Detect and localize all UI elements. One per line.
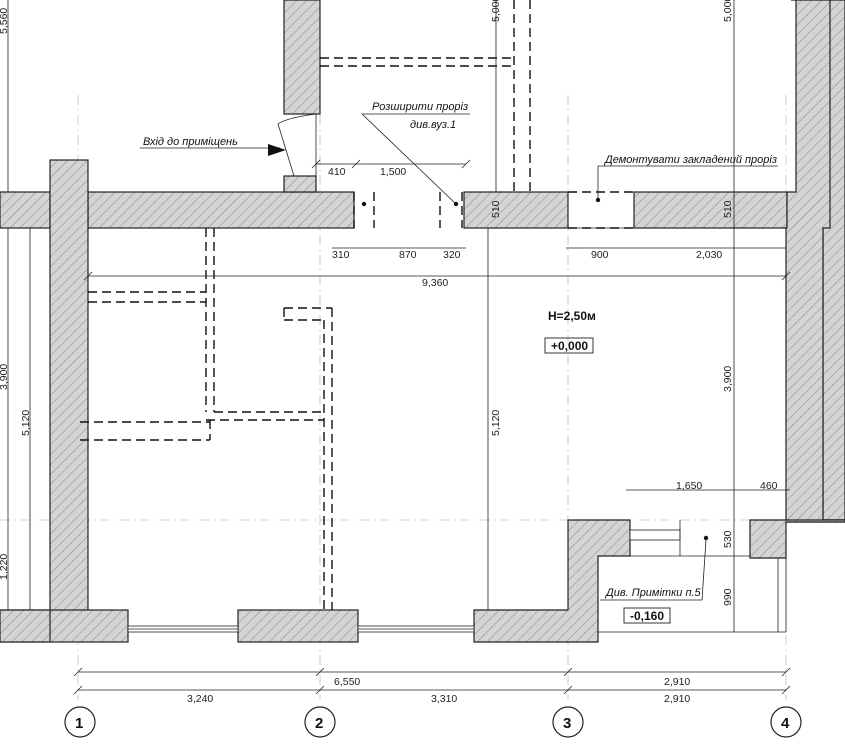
wall-left-lower xyxy=(0,609,51,643)
dim-2910-a: 2,910 xyxy=(664,676,690,688)
dim-6550: 6,550 xyxy=(334,676,360,688)
dashed-demolition xyxy=(80,0,634,610)
dim-410: 410 xyxy=(328,166,346,178)
dim-320: 320 xyxy=(443,249,461,261)
entrance-arrow xyxy=(268,144,286,156)
axis-3-label: 3 xyxy=(563,715,571,732)
dim-5000-b: 5,000 xyxy=(722,0,734,22)
dim-5000-a: 5,000 xyxy=(490,0,502,22)
wall-right xyxy=(785,0,845,523)
dim-5560: 5,560 xyxy=(0,8,10,34)
opening-marker-2 xyxy=(453,201,459,207)
wall-upper-stub xyxy=(283,175,317,193)
dim-5120-left: 5,120 xyxy=(20,410,32,436)
axis-lines xyxy=(0,95,845,700)
wall-top-left xyxy=(0,191,51,229)
dim-9360: 9,360 xyxy=(422,277,448,289)
walls xyxy=(0,0,845,643)
note-ref-label: Див. Примітки п.5 xyxy=(604,587,702,599)
wall-right-step xyxy=(749,519,845,559)
dim-3900-right: 3,900 xyxy=(722,366,734,392)
axis-1-label: 1 xyxy=(75,715,83,732)
axis-2-label: 2 xyxy=(315,715,323,732)
dim-1650: 1,650 xyxy=(676,480,702,492)
widen-opening-label: Розширити проріз xyxy=(372,101,468,113)
dimension-lines xyxy=(7,0,791,695)
axis-markers: 1 2 3 4 xyxy=(64,706,802,738)
wall-top-b xyxy=(463,191,569,229)
dim-3310: 3,310 xyxy=(431,693,457,705)
dim-530: 530 xyxy=(722,530,734,548)
widen-opening-ref: див.вуз.1 xyxy=(410,119,456,131)
dim-2910-b: 2,910 xyxy=(664,693,690,705)
dim-1500: 1,500 xyxy=(380,166,406,178)
opening-marker-1 xyxy=(361,201,367,207)
level-low-badge: -0,160 xyxy=(630,609,664,623)
dim-510-b: 510 xyxy=(722,200,734,218)
dismantle-label: Демонтувати закладений проріз xyxy=(603,154,777,166)
entrance-label: Вхід до приміщень xyxy=(143,136,238,148)
dim-510-a: 510 xyxy=(490,200,502,218)
axis-4-label: 4 xyxy=(781,715,790,732)
room-height-label: H=2,50м xyxy=(548,309,596,323)
dim-900: 900 xyxy=(591,249,609,261)
wall-column-1 xyxy=(49,159,89,641)
wall-bottom-mid xyxy=(237,609,359,643)
dim-3900-left: 3,900 xyxy=(0,364,10,390)
wall-bottom-right xyxy=(473,519,631,643)
dim-870: 870 xyxy=(399,249,417,261)
dim-1220: 1,220 xyxy=(0,554,10,580)
wall-top-c xyxy=(633,191,788,229)
dim-3240: 3,240 xyxy=(187,693,213,705)
dim-990: 990 xyxy=(722,588,734,606)
opening-marker-3 xyxy=(595,197,601,203)
note-marker xyxy=(703,535,709,541)
wall-upper-partition xyxy=(283,0,321,115)
dim-2030: 2,030 xyxy=(696,249,722,261)
dim-460: 460 xyxy=(760,480,778,492)
dim-5120-mid: 5,120 xyxy=(490,410,502,436)
windows xyxy=(127,520,681,633)
dim-310: 310 xyxy=(332,249,350,261)
wall-top-a xyxy=(87,191,355,229)
level-main-badge: +0,000 xyxy=(551,339,588,353)
